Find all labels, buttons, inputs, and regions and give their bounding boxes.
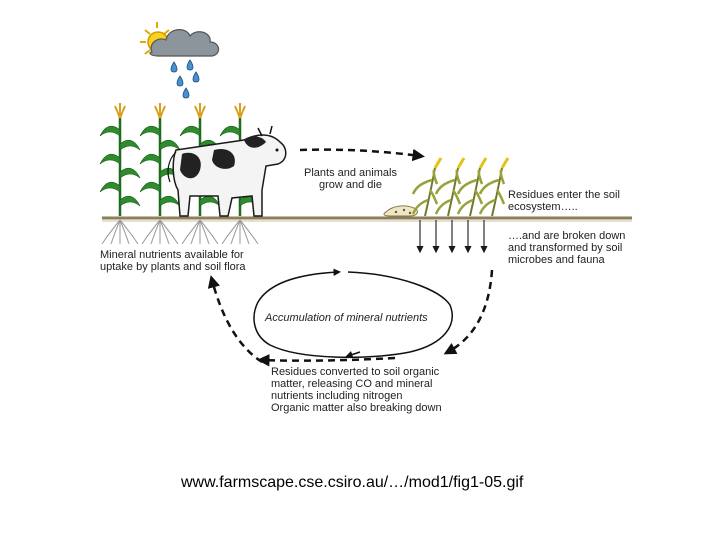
raindrop-icon [170,61,178,73]
label-line: ….and are broken down [508,230,626,242]
label-broken-down: ….and are broken down and transformed by… [508,230,625,266]
source-url: www.farmscape.cse.csiro.au/…/mod1/fig1-0… [181,474,524,491]
label-line: matter, releasing CO and mineral [271,378,433,390]
label-plants-grow-die: Plants and animals grow and die [304,167,397,191]
arrow-up-to-mineral [207,275,263,364]
label-residues-converted: Residues converted to soil organic matte… [271,366,442,414]
arrow-bottom-left [257,354,396,367]
arrow-residue-down [443,269,494,355]
label-residues-enter: Residues enter the soil ecosystem….. [508,189,620,213]
label-line: nutrients including nitrogen [271,390,403,402]
label-line: microbes and fauna [508,254,605,266]
wilted-plant-icon [478,157,510,217]
raindrop-icon [186,59,194,71]
raindrop-icon [176,75,184,87]
label-line: Mineral nutrients available for [100,249,244,261]
residue-icon [383,205,418,217]
label-accumulation: Accumulation of mineral nutrients [265,312,428,324]
corn-plant-icon [99,103,141,216]
root-icon [416,220,488,254]
wilted-plant-icon [411,157,510,217]
label-line: Plants and animals [304,167,397,179]
wilted-plant-icon [456,157,488,217]
label-line: Organic matter also breaking down [271,402,442,414]
wilted-plant-icon [434,157,466,217]
inner-cycle [253,268,453,359]
cycle-arrows [207,148,494,367]
label-line: Residues converted to soil organic [271,366,440,378]
label-line: Residues enter the soil [508,189,620,201]
label-line: and transformed by soil [508,242,623,254]
label-line: ecosystem….. [508,201,578,213]
root-icon [101,219,259,245]
arrow-grow-to-residue [299,148,425,162]
wilted-plant-icon [411,157,443,217]
rain [170,59,200,99]
raindrop-icon [182,87,190,99]
raindrop-icon [192,71,200,83]
cloud-icon [149,29,220,57]
corn-plant-icon [139,103,181,216]
label-line: uptake by plants and soil flora [100,261,246,273]
label-mineral-available: Mineral nutrients available for uptake b… [100,249,246,273]
cow-icon [167,125,287,217]
label-line: grow and die [318,179,382,191]
